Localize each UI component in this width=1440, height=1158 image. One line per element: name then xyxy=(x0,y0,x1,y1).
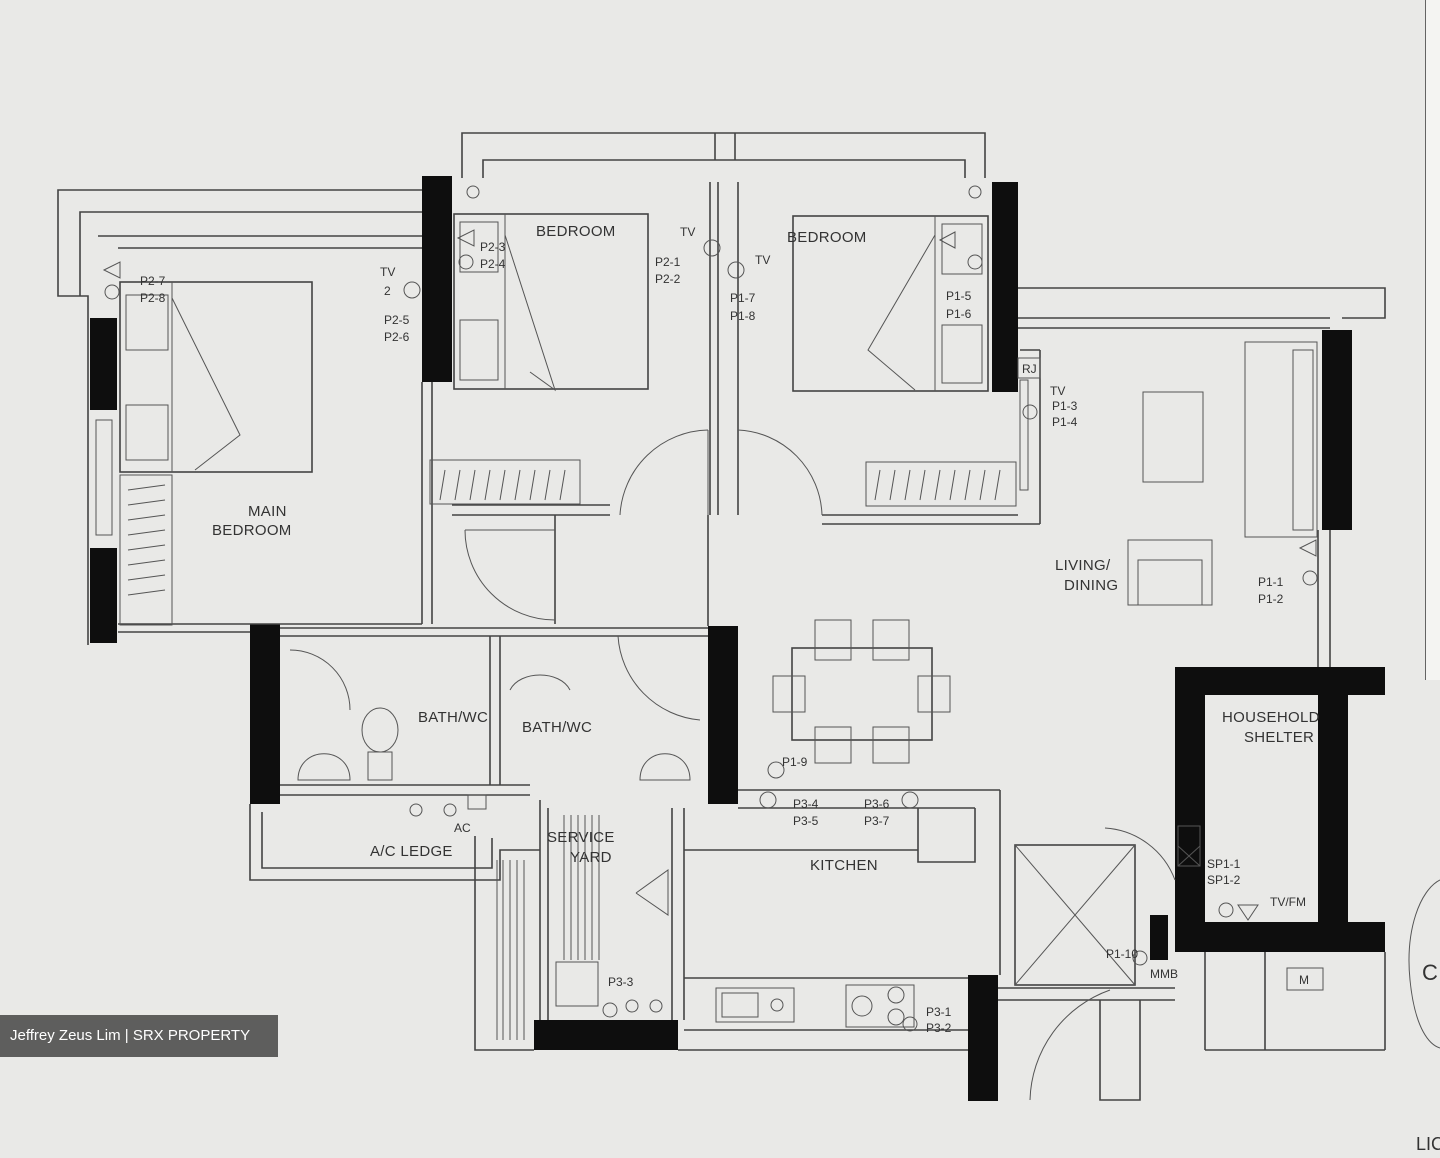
tag-m: M xyxy=(1299,973,1309,987)
tag-p21: P2-1 xyxy=(655,255,681,269)
tag-2-a: 2 xyxy=(384,284,391,298)
tag-tv-a: TV xyxy=(380,265,395,279)
stamp-mark xyxy=(1408,879,1440,1049)
doors xyxy=(289,429,823,916)
dining-set xyxy=(772,619,951,764)
tag-p12: P1-2 xyxy=(1258,592,1284,606)
tag-p35: P3-5 xyxy=(793,814,819,828)
service-yard-outline xyxy=(474,800,1386,1051)
structural-walls xyxy=(90,176,1385,1101)
room-label-bedroom-2: BEDROOM xyxy=(787,229,867,246)
tag-p16: P1-6 xyxy=(946,307,972,321)
interior-walls xyxy=(118,182,1331,975)
tag-p17: P1-7 xyxy=(730,291,756,305)
tag-p15: P1-5 xyxy=(946,289,972,303)
room-label-ac-ledge: A/C LEDGE xyxy=(370,843,453,860)
tag-tvfm: TV/FM xyxy=(1270,895,1306,909)
tag-p25: P2-5 xyxy=(384,313,410,327)
room-label-shelter-line2: SHELTER xyxy=(1244,729,1314,746)
tag-mmb: MMB xyxy=(1150,967,1178,981)
tag-ac: AC xyxy=(454,821,471,835)
outlet-symbols xyxy=(102,229,1318,1032)
tag-p28: P2-8 xyxy=(140,291,166,305)
tag-p33: P3-3 xyxy=(608,975,634,989)
page-frame xyxy=(1426,0,1440,680)
stamp-letter: C xyxy=(1422,960,1438,985)
bath-fixtures xyxy=(297,674,691,781)
right-planter xyxy=(1018,287,1386,329)
tag-p37: P3-7 xyxy=(864,814,890,828)
tag-tv-b: TV xyxy=(680,225,695,239)
room-label-shelter-line1: HOUSEHOLD xyxy=(1222,709,1320,726)
room-label-bath-1: BATH/WC xyxy=(418,709,488,726)
tag-p36: P3-6 xyxy=(864,797,890,811)
room-label-living-line1: LIVING/ xyxy=(1055,557,1111,574)
main-bed xyxy=(119,281,313,473)
ac-ledge-outline xyxy=(249,804,540,881)
room-label-bedroom-1: BEDROOM xyxy=(536,223,616,240)
page-corner-text: LIC xyxy=(1416,1134,1440,1154)
tag-p18: P1-8 xyxy=(730,309,756,323)
utility-cross xyxy=(1014,825,1201,1101)
room-label-living-line2: DINING xyxy=(1064,577,1118,594)
watermark-label: Jeffrey Zeus Lim | SRX PROPERTY xyxy=(0,1015,278,1057)
tag-p110: P1-10 xyxy=(1106,947,1138,961)
tag-p34: P3-4 xyxy=(793,797,819,811)
tag-p23: P2-3 xyxy=(480,240,506,254)
tag-p27: P2-7 xyxy=(140,274,166,288)
tag-p32: P3-2 xyxy=(926,1021,952,1035)
bedroom-2-bed xyxy=(792,215,989,392)
tag-p31: P3-1 xyxy=(926,1005,952,1019)
room-label-main-bedroom-line1: MAIN xyxy=(248,503,287,520)
top-balcony xyxy=(461,132,986,199)
tag-p24: P2-4 xyxy=(480,257,506,271)
tag-p26: P2-6 xyxy=(384,330,410,344)
room-label-bath-2: BATH/WC xyxy=(522,719,592,736)
tag-p22: P2-2 xyxy=(655,272,681,286)
room-label-main-bedroom-line2: BEDROOM xyxy=(212,522,292,539)
wardrobes xyxy=(95,379,1029,626)
tag-p13: P1-3 xyxy=(1052,399,1078,413)
tag-p19: P1-9 xyxy=(782,755,808,769)
kitchen-fixtures xyxy=(715,984,915,1028)
room-label-service-line1: SERVICE xyxy=(547,829,615,846)
room-label-kitchen: KITCHEN xyxy=(810,857,878,874)
tag-p14: P1-4 xyxy=(1052,415,1078,429)
bedroom-1-bed xyxy=(453,213,649,392)
left-planter xyxy=(57,189,422,645)
room-label-service-line2: YARD xyxy=(570,849,612,866)
tag-tv-d: TV xyxy=(1050,384,1065,398)
tag-p11: P1-1 xyxy=(1258,575,1284,589)
tag-sp11: SP1-1 xyxy=(1207,857,1241,871)
living-furniture xyxy=(1127,341,1318,606)
tag-rj: RJ xyxy=(1022,362,1037,376)
tag-sp12: SP1-2 xyxy=(1207,873,1241,887)
tag-tv-c: TV xyxy=(755,253,770,267)
yard-stripes xyxy=(496,815,600,1040)
